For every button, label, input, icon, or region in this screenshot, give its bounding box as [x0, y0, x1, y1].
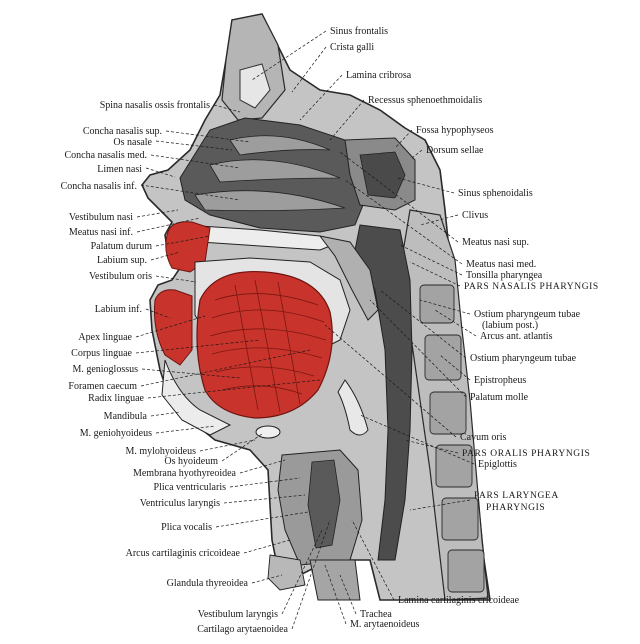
- vertebra-c4: [435, 444, 473, 488]
- vertebrae: [419, 284, 485, 593]
- label-cartilago-arytaenoidea: Cartilago arytaenoidea: [197, 624, 288, 635]
- label-os-nasale: Os nasale: [113, 137, 152, 148]
- os-hyoideum: [255, 425, 281, 439]
- frontal-sinus: [239, 63, 271, 109]
- label-concha-inf: Concha nasalis inf.: [61, 181, 137, 192]
- label-limen-nasi: Limen nasi: [97, 164, 142, 175]
- label-tonsilla-pharyngea: Tonsilla pharyngea: [466, 270, 543, 281]
- label-pars-oralis: PARS ORALIS PHARYNGIS: [462, 449, 590, 459]
- labels-right: Sinus frontalis Crista galli Lamina crib…: [330, 26, 599, 630]
- label-vestibulum-laryngis: Vestibulum laryngis: [198, 609, 278, 620]
- label-labium-inf: Labium inf.: [95, 304, 142, 315]
- label-fossa-hypophyseos: Fossa hypophyseos: [416, 125, 494, 136]
- concha-superior: [229, 135, 331, 156]
- mandibula: [161, 359, 232, 436]
- label-sinus-frontalis: Sinus frontalis: [330, 26, 388, 37]
- vertebra-c3: [429, 391, 467, 435]
- label-m-mylohyoideus: M. mylohyoideus: [125, 446, 196, 457]
- concha-inferior: [194, 190, 346, 212]
- label-meatus-nasi-med: Meatus nasi med.: [466, 259, 536, 270]
- label-foramen-caecum: Foramen caecum: [68, 381, 137, 392]
- label-pars-laryngea: PARS LARYNGEA: [474, 491, 559, 501]
- label-dorsum-sellae: Dorsum sellae: [426, 145, 484, 156]
- label-crista-galli: Crista galli: [330, 42, 374, 53]
- label-palatum-molle: Palatum molle: [470, 392, 529, 403]
- labels-left: Spina nasalis ossis frontalis Concha nas…: [61, 100, 289, 635]
- pharynx: [354, 224, 413, 561]
- label-epistropheus: Epistropheus: [474, 375, 526, 386]
- trachea: [309, 559, 361, 601]
- label-m-arytaenoideus: M. arytaenoideus: [350, 619, 420, 630]
- label-glandula-thyreoidea: Glandula thyreoidea: [167, 578, 249, 589]
- label-labium-post: (labium post.): [482, 320, 538, 331]
- label-corpus-linguae: Corpus linguae: [71, 348, 132, 359]
- label-m-genioglossus: M. genioglossus: [72, 364, 138, 375]
- label-apex-linguae: Apex linguae: [78, 332, 132, 343]
- head-neck-section: [141, 13, 491, 601]
- label-lamina-cricoideae: Lamina cartilaginis cricoideae: [398, 595, 520, 606]
- label-m-geniohyoideus: M. geniohyoideus: [80, 428, 152, 439]
- leader-lines: [135, 30, 477, 630]
- label-ventriculus-laryngis: Ventriculus laryngis: [140, 498, 220, 509]
- label-cavum-oris: Cavum oris: [460, 432, 506, 443]
- concha-media: [209, 159, 341, 183]
- labium-inferius: [154, 289, 193, 366]
- label-clivus: Clivus: [462, 210, 488, 221]
- laryngeal-lumen: [307, 459, 341, 549]
- sphenoid-sinus-inner: [359, 151, 406, 199]
- palatum-durum: [183, 224, 337, 251]
- label-epiglottis: Epiglottis: [478, 459, 517, 470]
- tongue-fibres: [209, 279, 327, 413]
- label-membrana-hyothyreoidea: Membrana hyothyreoidea: [133, 468, 237, 479]
- label-mandibula: Mandibula: [104, 411, 148, 422]
- lingua: [196, 270, 333, 419]
- label-plica-vocalis: Plica vocalis: [161, 522, 212, 533]
- vertebra-c1: [419, 284, 455, 324]
- palatum-molle: [318, 235, 379, 321]
- label-ostium-tubae-2: Ostium pharyngeum tubae: [470, 353, 577, 364]
- label-pars-nasalis: PARS NASALIS PHARYNGIS: [464, 282, 599, 292]
- epiglottis: [337, 379, 369, 436]
- label-vestibulum-oris: Vestibulum oris: [89, 271, 152, 282]
- vertebra-c6: [447, 549, 485, 593]
- label-plica-ventricularis: Plica ventricularis: [154, 482, 227, 493]
- label-os-hyoideum: Os hyoideum: [164, 456, 218, 467]
- label-radix-linguae: Radix linguae: [88, 393, 144, 404]
- label-recessus-sphenoethmoidalis: Recessus sphenoethmoidalis: [368, 95, 482, 106]
- label-trachea: Trachea: [360, 609, 392, 620]
- label-palatum-durum: Palatum durum: [91, 241, 153, 252]
- label-concha-sup: Concha nasalis sup.: [83, 126, 162, 137]
- label-vestibulum-nasi: Vestibulum nasi: [69, 212, 133, 223]
- glandula-thyreoidea: [267, 554, 306, 591]
- label-sinus-sphenoidalis: Sinus sphenoidalis: [458, 188, 533, 199]
- label-spina-nasalis: Spina nasalis ossis frontalis: [100, 100, 210, 111]
- label-arcus-ant-atlantis: Arcus ant. atlantis: [480, 331, 553, 342]
- vertebra-c5: [441, 497, 479, 541]
- label-meatus-nasi-inf: Meatus nasi inf.: [69, 227, 133, 238]
- label-labium-sup: Labium sup.: [97, 255, 147, 266]
- label-pharyngis: PHARYNGIS: [486, 503, 545, 513]
- label-lamina-cribrosa: Lamina cribrosa: [346, 70, 412, 81]
- label-meatus-nasi-sup: Meatus nasi sup.: [462, 237, 529, 248]
- label-concha-med: Concha nasalis med.: [65, 150, 147, 161]
- label-arcus-cricoideae: Arcus cartilaginis cricoideae: [126, 548, 241, 559]
- label-ostium-tubae-1: Ostium pharyngeum tubae: [474, 309, 581, 320]
